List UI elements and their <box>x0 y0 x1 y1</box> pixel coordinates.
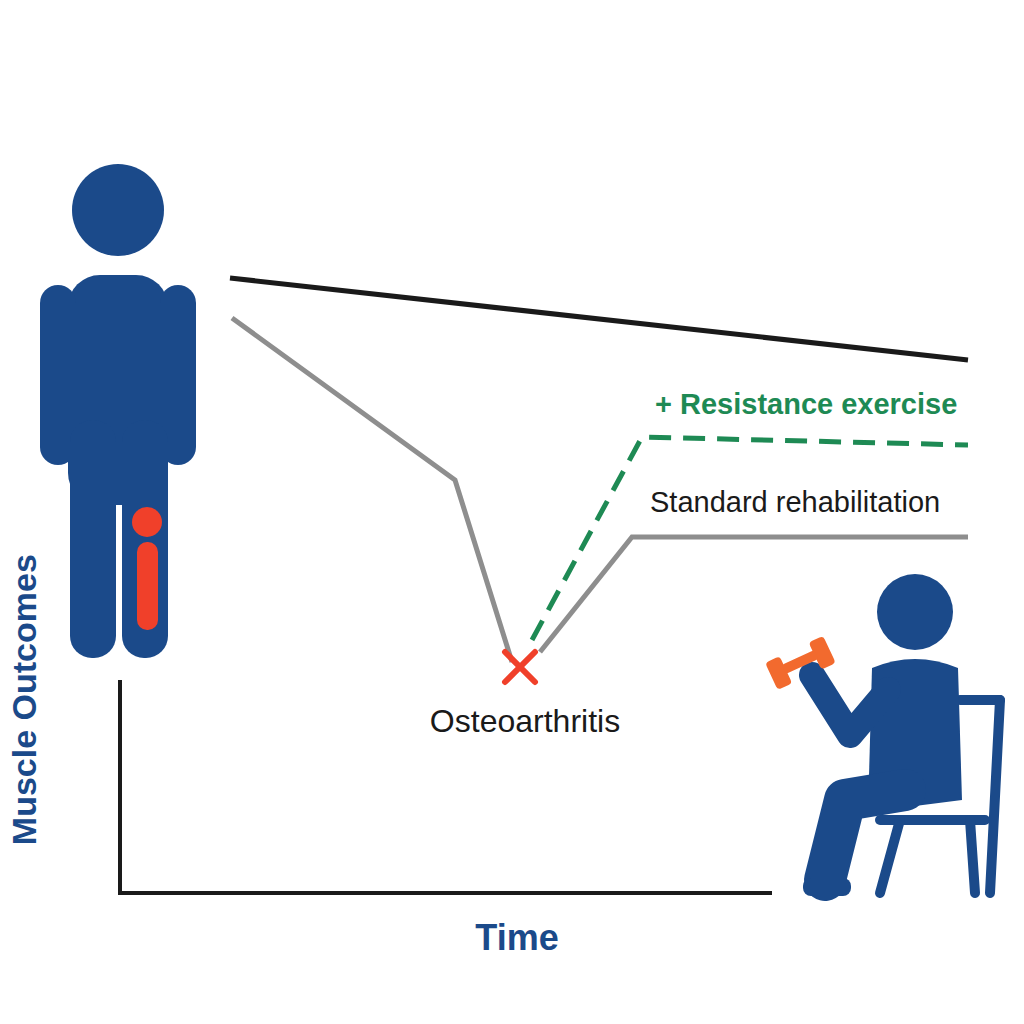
event-label: Osteoarthritis <box>430 704 620 739</box>
standing-person <box>40 164 196 658</box>
healthy-trajectory <box>230 278 968 360</box>
series-label: Standard rehabilitation <box>650 487 940 519</box>
axes <box>120 680 772 893</box>
seated-person <box>765 574 1000 896</box>
series-label: + Resistance exercise <box>655 389 957 421</box>
axis-title: Muscle Outcomes <box>5 555 42 846</box>
decline-line <box>232 318 512 662</box>
affected-knee <box>132 507 162 630</box>
osteoarthritis-marker <box>505 652 535 682</box>
standard-rehab-line <box>540 537 968 652</box>
axis-title: Time <box>475 918 558 958</box>
